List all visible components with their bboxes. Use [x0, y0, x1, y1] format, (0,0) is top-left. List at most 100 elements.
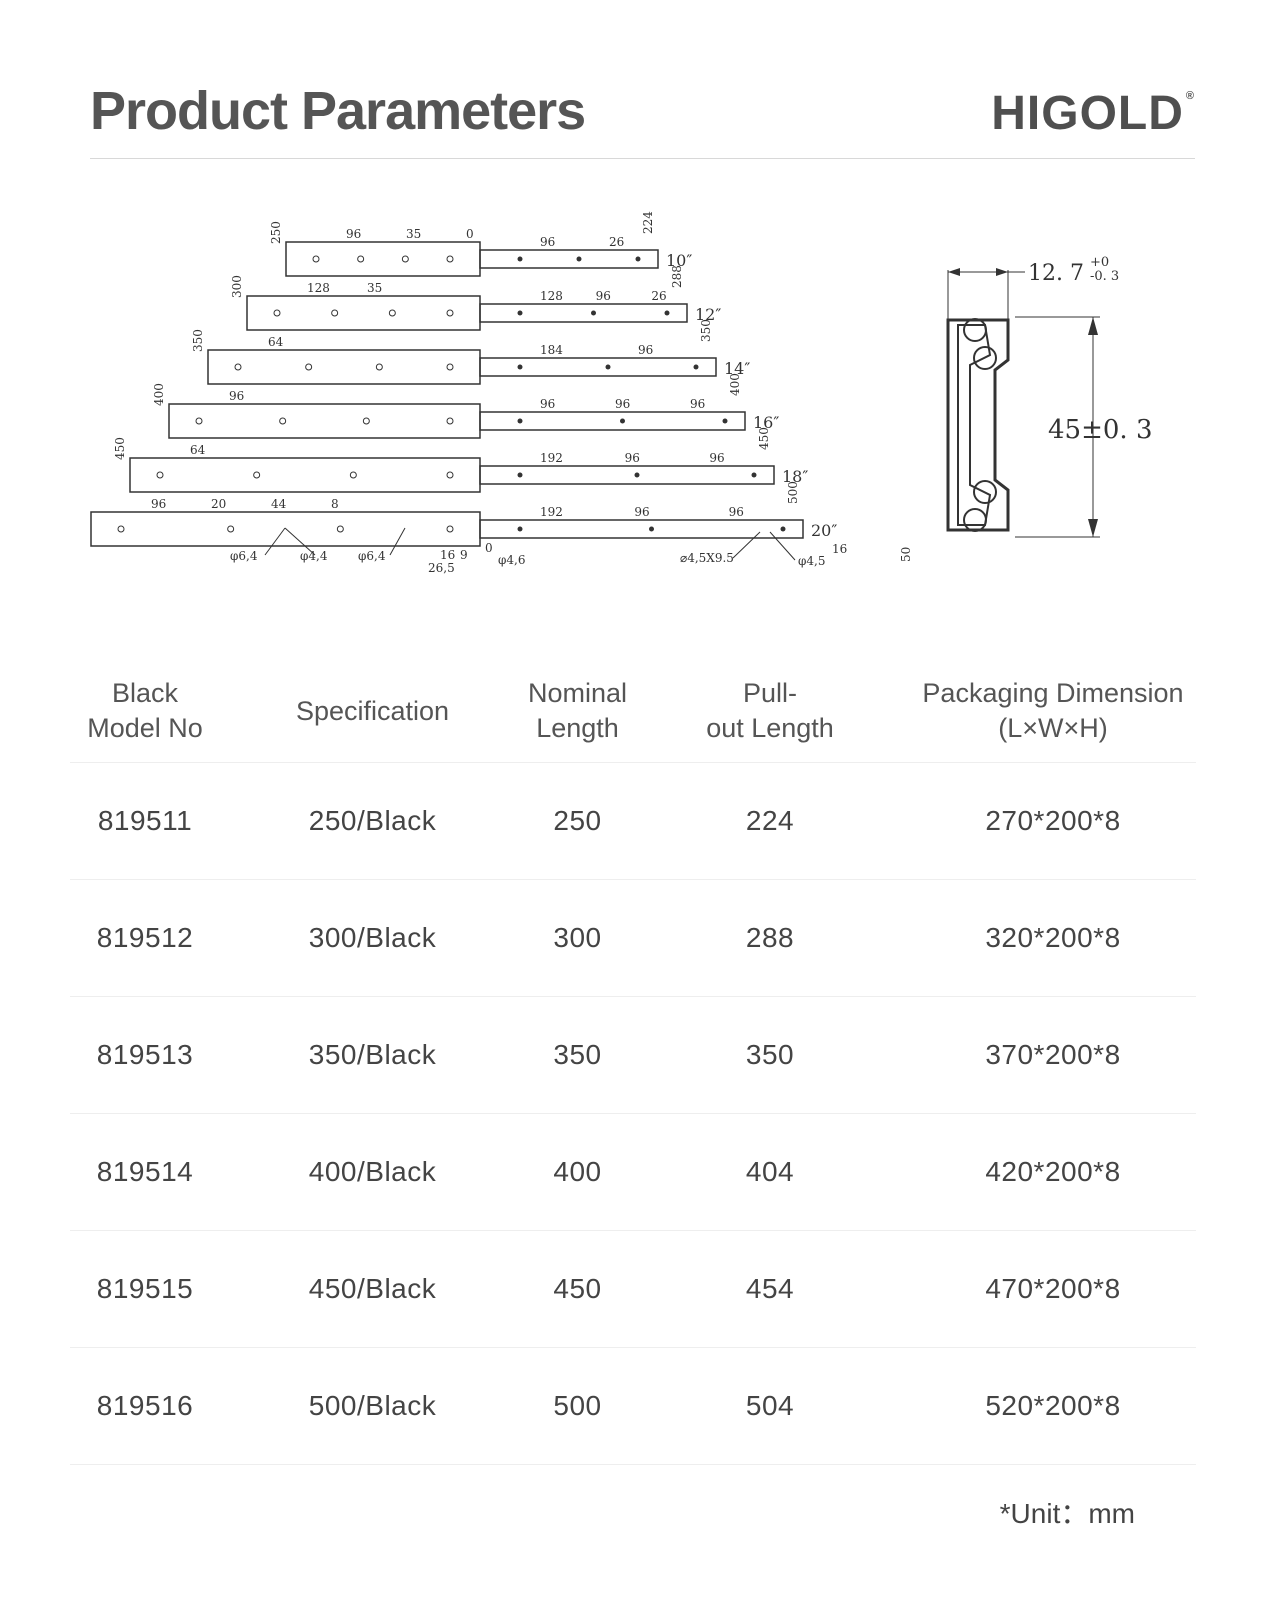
mounting-hole [780, 526, 786, 532]
slide-length-label: 400 [152, 383, 166, 406]
nominal-length: 450 [553, 1273, 602, 1304]
profile-tol-minus: -0. 3 [1090, 269, 1119, 284]
packaging-dimension: 420*200*8 [985, 1156, 1121, 1187]
mounting-hole [517, 418, 523, 424]
profile-height: 45±0. 3 [1048, 415, 1152, 445]
mounting-hole [156, 471, 164, 479]
table-row: 819512 300/Black 300 288 320*200*8 [70, 880, 1196, 997]
table-row: 819511 250/Black 250 224 270*200*8 [70, 763, 1196, 880]
callout-hole-e: φ4,5 [798, 554, 826, 568]
model-no: 819514 [96, 1156, 194, 1187]
inner-rail [479, 519, 804, 539]
packaging-dimension: 520*200*8 [985, 1390, 1121, 1421]
pullout-length: 350 [745, 1039, 795, 1070]
col-nominal-length: Nominal Length [527, 678, 628, 743]
lower-dimension-label: 96 [729, 505, 744, 519]
slide-inch-label: 20″ [811, 521, 837, 540]
mounting-hole [349, 471, 357, 479]
rail-profile: 12. 7 +0 -0. 3 45±0. 3 [946, 255, 1152, 538]
mounting-hole [634, 472, 640, 478]
mounting-hole [336, 525, 344, 533]
upper-dimension-label: 96 [346, 227, 361, 241]
model-no: 819516 [96, 1390, 194, 1421]
outer-rail [285, 241, 481, 277]
lower-dimension-label: 96 [709, 451, 724, 465]
model-no: 819511 [97, 805, 193, 836]
upper-dimension-label: 8 [331, 497, 339, 511]
col-packaging-dimension: Packaging Dimension (L×W×H) [922, 678, 1184, 743]
table-row: 819516 500/Black 500 504 520*200*8 [70, 1348, 1196, 1465]
callout-hole-d: φ4,6 [498, 553, 526, 567]
registered-mark: ® [1185, 90, 1195, 102]
parameters-table: Black Model No Specification Nominal Len… [70, 660, 1196, 1465]
upper-dimension-label: 64 [268, 335, 284, 349]
packaging-dimension: 470*200*8 [985, 1273, 1121, 1304]
specification: 300/Black [308, 922, 437, 953]
inner-rail [479, 411, 746, 431]
lower-dimension-label: 128 [540, 289, 563, 303]
mounting-hole [446, 255, 454, 263]
callout-dim-d: 16 [832, 542, 847, 556]
pullout-length: 504 [745, 1390, 795, 1421]
callout-hole-c: φ6,4 [358, 549, 386, 563]
mounting-hole [446, 417, 454, 425]
upper-dimension-label: 0 [466, 227, 474, 241]
mounting-hole [253, 471, 261, 479]
mounting-hole [446, 525, 454, 533]
mounting-hole [517, 526, 523, 532]
slide-pullout-label: 224 [641, 211, 655, 234]
mounting-hole [362, 417, 370, 425]
slide-pullout-label: 400 [728, 373, 742, 396]
specification: 450/Black [308, 1273, 437, 1304]
mounting-hole [620, 418, 625, 424]
slide-length-label: 250 [269, 221, 283, 244]
mounting-hole [446, 471, 454, 479]
lower-dimension-label: 96 [634, 505, 649, 519]
packaging-dimension: 270*200*8 [985, 805, 1121, 836]
slide-pullout-label: 288 [670, 265, 684, 288]
inner-rail [479, 249, 659, 269]
lower-dimension-label: 192 [540, 505, 563, 519]
pullout-length: 288 [745, 922, 795, 953]
inner-rail [479, 465, 775, 485]
lower-dimension-label: 96 [596, 289, 611, 303]
mounting-hole [664, 310, 670, 316]
mounting-hole [234, 363, 242, 371]
packaging-dimension: 370*200*8 [985, 1039, 1121, 1070]
mounting-hole [591, 310, 596, 316]
specification: 400/Black [308, 1156, 437, 1187]
callout-hole-a: φ6,4 [230, 549, 258, 563]
pullout-length: 404 [745, 1156, 795, 1187]
mounting-hole [312, 255, 320, 263]
upper-dimension-label: 128 [307, 281, 330, 295]
outer-rail [246, 295, 481, 331]
mounting-hole [649, 526, 654, 532]
mounting-hole [693, 364, 699, 370]
inner-rail [479, 303, 688, 323]
callout-dim-b: 9 [460, 548, 468, 562]
slide-length-label: 300 [230, 275, 244, 298]
specification: 350/Black [308, 1039, 437, 1070]
slide-pullout-label: 500 [786, 481, 800, 504]
col-pullout-length: Pull- out Length [706, 678, 834, 743]
upper-dimension-label: 44 [271, 497, 287, 511]
slide-inch-label: 16″ [753, 413, 779, 432]
pullout-length: 454 [745, 1273, 795, 1304]
nominal-length: 400 [553, 1156, 602, 1187]
lower-dimension-label: 96 [690, 397, 705, 411]
slide-inch-label: 10″ [666, 251, 692, 270]
slide-length-label: 450 [113, 437, 127, 460]
page-header: Product Parameters HIGOLD® [90, 80, 1195, 159]
table-row: 819514 400/Black 400 404 420*200*8 [70, 1114, 1196, 1231]
callout-slot: ⌀4,5X9.5 [680, 551, 734, 565]
profile-tol-plus: +0 [1090, 255, 1109, 270]
mounting-hole [117, 525, 125, 533]
mounting-hole [388, 309, 396, 317]
mounting-hole [195, 417, 203, 425]
mounting-hole [401, 255, 409, 263]
pullout-length: 224 [745, 805, 795, 836]
mounting-hole [517, 472, 523, 478]
specification: 500/Black [308, 1390, 437, 1421]
lower-dimension-label: 184 [540, 343, 563, 357]
